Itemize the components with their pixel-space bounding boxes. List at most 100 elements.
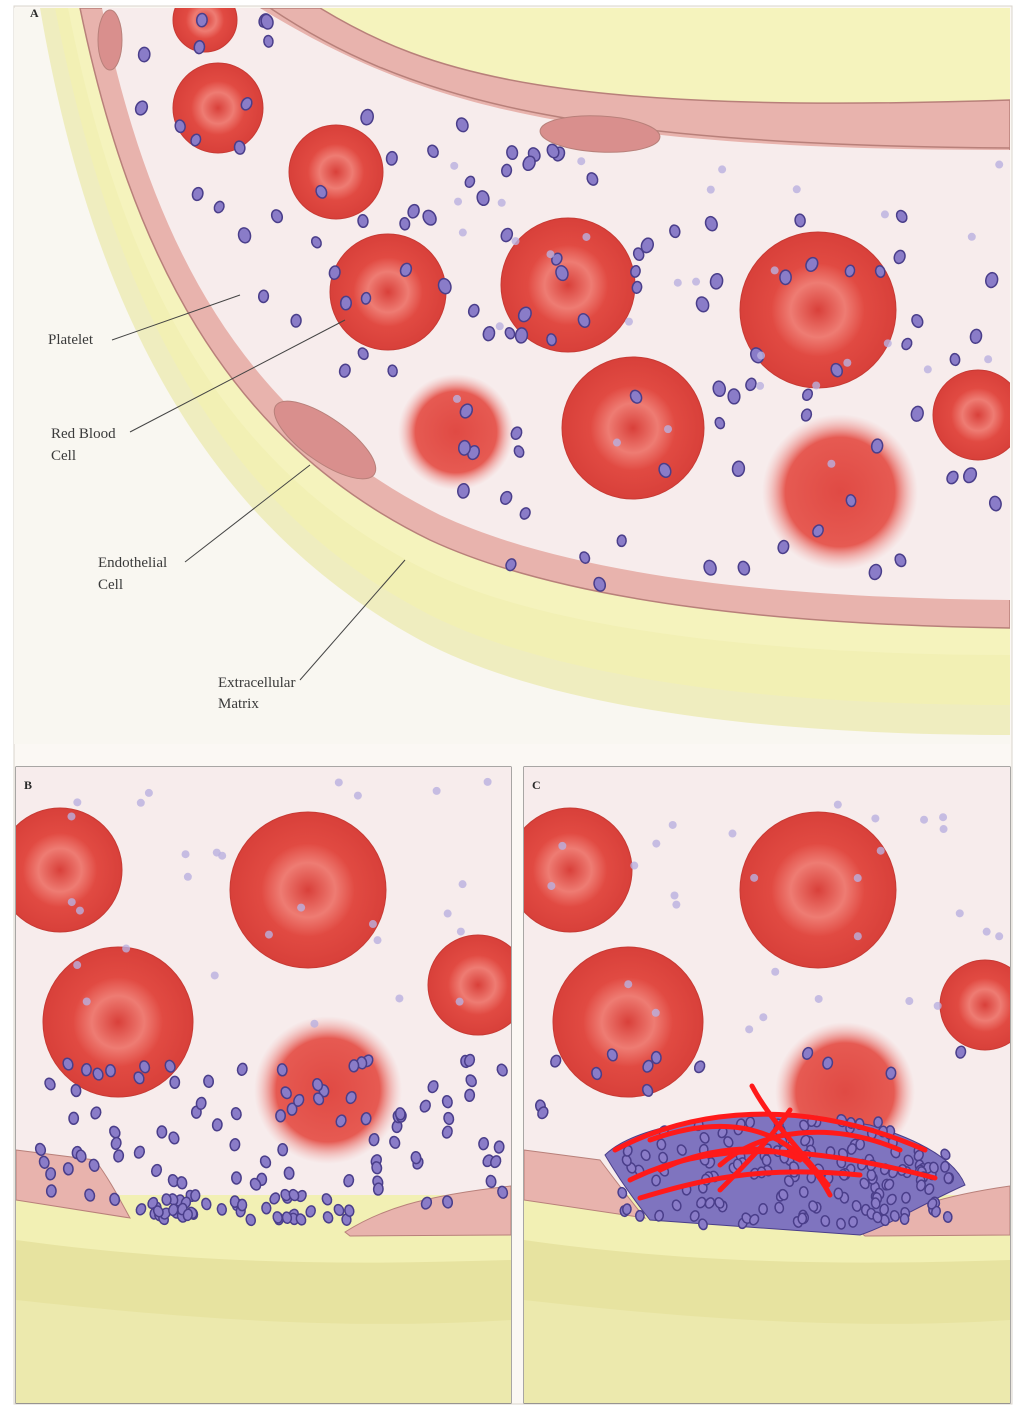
- red-blood-cell: [740, 232, 896, 388]
- platelet: [433, 787, 441, 795]
- platelet: [63, 1162, 73, 1175]
- platelet: [196, 13, 207, 27]
- platelet: [707, 186, 715, 194]
- platelet: [750, 874, 758, 882]
- platelet: [827, 460, 835, 468]
- platelet: [984, 355, 992, 363]
- platelet: [546, 250, 554, 258]
- platelet: [934, 1002, 942, 1010]
- platelet: [453, 395, 461, 403]
- platelet: [465, 1089, 475, 1101]
- red-blood-cell: [0, 808, 122, 932]
- platelet: [652, 1009, 660, 1017]
- platelet: [310, 1020, 318, 1028]
- platelet: [182, 850, 190, 858]
- platelet: [834, 801, 842, 809]
- platelet: [335, 778, 343, 786]
- platelet: [478, 1137, 489, 1150]
- platelet: [854, 932, 862, 940]
- platelet: [812, 381, 820, 389]
- label-platelet: Platelet: [48, 330, 93, 350]
- platelet: [73, 961, 81, 969]
- platelet: [843, 359, 851, 367]
- platelet: [834, 1188, 842, 1199]
- platelet: [494, 1141, 504, 1154]
- platelet: [635, 1210, 644, 1221]
- platelet: [657, 1139, 666, 1150]
- platelet: [905, 997, 913, 1005]
- platelet: [728, 830, 736, 838]
- platelet: [45, 1167, 56, 1180]
- platelet: [771, 968, 779, 976]
- platelet: [459, 229, 467, 237]
- platelet: [191, 1190, 201, 1202]
- platelet: [771, 266, 779, 274]
- platelet: [411, 1151, 421, 1164]
- platelet: [496, 322, 504, 330]
- platelet: [793, 185, 801, 193]
- platelet: [238, 1199, 247, 1210]
- platelet: [454, 198, 462, 206]
- platelet: [262, 1202, 271, 1213]
- platelet: [624, 980, 632, 988]
- platelet: [881, 210, 889, 218]
- panel-a-letter: A: [30, 6, 39, 21]
- platelet: [361, 292, 371, 305]
- platelet: [76, 907, 84, 915]
- platelet: [258, 290, 268, 303]
- platelet: [884, 339, 892, 347]
- platelet: [265, 931, 273, 939]
- platelet: [582, 233, 590, 241]
- platelet: [122, 945, 130, 953]
- platelet: [162, 1194, 172, 1206]
- platelet: [728, 389, 740, 404]
- platelet: [277, 1064, 287, 1077]
- platelet: [395, 1107, 406, 1120]
- platelet: [203, 1075, 214, 1088]
- platelet: [349, 1060, 359, 1073]
- platelet: [213, 849, 221, 857]
- platelet: [67, 812, 75, 820]
- platelet: [69, 1112, 78, 1124]
- platelet: [762, 1155, 771, 1166]
- panel-a: [14, 0, 1015, 744]
- platelet: [757, 352, 765, 360]
- platelet: [291, 314, 302, 327]
- platelet: [672, 901, 680, 909]
- red-blood-cell: [933, 370, 1015, 460]
- platelet: [212, 1118, 222, 1131]
- red-blood-cell: [562, 357, 704, 499]
- platelet: [759, 1204, 768, 1215]
- platelet: [995, 932, 1003, 940]
- platelet: [815, 995, 823, 1003]
- platelet: [263, 35, 273, 48]
- platelet: [622, 1204, 631, 1215]
- platelet: [512, 237, 520, 245]
- platelet: [939, 813, 947, 821]
- platelet: [341, 296, 352, 310]
- red-blood-cell: [230, 812, 386, 968]
- platelet: [745, 1025, 753, 1033]
- platelet: [276, 1110, 286, 1122]
- platelet: [956, 909, 964, 917]
- platelet: [856, 1139, 865, 1150]
- platelet: [46, 1185, 56, 1197]
- platelet: [211, 971, 219, 979]
- platelet: [798, 1213, 807, 1224]
- label-rbc-line2: Cell: [51, 446, 76, 466]
- platelet: [157, 1126, 167, 1138]
- red-blood-cell: [43, 947, 193, 1097]
- platelet: [651, 1051, 661, 1063]
- red-blood-cell: [289, 125, 383, 219]
- platelet: [400, 217, 411, 230]
- platelet: [900, 1214, 908, 1225]
- platelet: [71, 1084, 82, 1097]
- panel-c-letter: C: [532, 778, 541, 793]
- platelet: [459, 880, 467, 888]
- platelet: [940, 825, 948, 833]
- platelet: [138, 47, 150, 62]
- platelet: [871, 814, 879, 822]
- platelet: [920, 816, 928, 824]
- platelet: [854, 874, 862, 882]
- platelet: [867, 1169, 876, 1180]
